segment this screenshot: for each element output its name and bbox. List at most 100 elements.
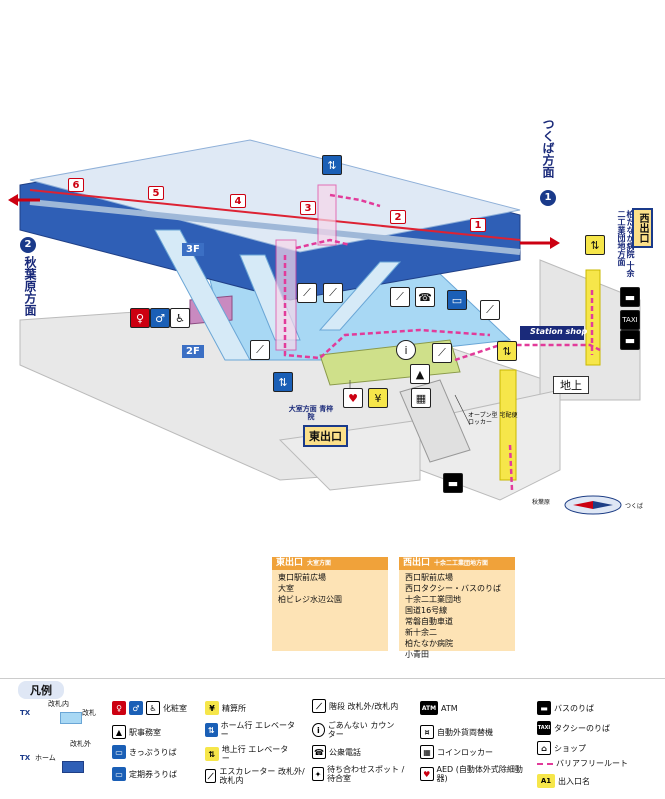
legend: 凡例 TX 改札内 改札 改札外 TX ホーム ♀♂♿化粧室 ▲駅事務室 ▭きっ… — [0, 678, 665, 799]
west-exit-list: 西口駅前広場 西口タクシー・バスのりば 十余二工業団地 国道16号線 常磐自動車… — [399, 570, 515, 662]
barrier-free-route-1 — [283, 255, 491, 360]
arrow-head-right — [550, 237, 560, 249]
legend-label: AED (自動体外式除細動器) — [436, 765, 523, 783]
list-item: 国道16号線 — [405, 606, 448, 615]
legend-label: 駅事務室 — [129, 727, 161, 737]
coin-locker-icon: ▦ — [411, 388, 431, 408]
legend-label: 化粧室 — [163, 703, 187, 713]
legend-label: 地上行 エレベーター — [221, 745, 289, 763]
floor-label-2f: 2F — [182, 345, 204, 358]
platform-number: 4 — [230, 194, 246, 208]
legend-label: 精算所 — [222, 703, 246, 713]
aed-icon: ♥ — [420, 767, 434, 781]
list-item: 東口駅前広場 — [278, 573, 326, 582]
list-item: 小青田 — [405, 650, 429, 659]
accessible-toilet-icon: ♿ — [170, 308, 190, 328]
aed-icon: ♥ — [343, 388, 363, 408]
toilet-icon: ♂ — [129, 701, 143, 715]
legend-escalator: ⟋エスカレーター 改札外/改札内 — [205, 767, 305, 785]
station-office-icon: ▲ — [112, 725, 126, 739]
tx-logo: TX — [20, 709, 31, 717]
west-exit-tower-2 — [499, 369, 517, 481]
bus-icon: ▬ — [537, 701, 551, 715]
direction-akihabara-number: 2 — [20, 237, 36, 253]
bus-icon: ▬ — [620, 287, 640, 307]
locker-label: オープン型 宅配便ロッカー — [468, 412, 518, 426]
floor-label-3f: 3F — [182, 243, 204, 256]
legend-label: バリアフリールート — [556, 759, 628, 768]
taxi-icon: TAXI — [620, 310, 640, 330]
waiting-spot-icon: ✦ — [312, 767, 325, 781]
platform-number: 3 — [300, 201, 316, 215]
direction-tsukuba: つくば方面 — [541, 118, 555, 178]
west-exit-panel-sub: 十余二工業団地方面 — [434, 560, 489, 567]
direction-kashiwa: 柏たなか病院 十余二工業団地方面 — [617, 210, 635, 277]
list-item: 柏ビレジ水辺公園 — [278, 595, 342, 604]
platform-number: 5 — [148, 186, 164, 200]
legend-toilet: ♀♂♿化粧室 — [112, 701, 187, 715]
legend-shop: ⌂ショップ — [537, 741, 586, 755]
list-item: 大室 — [278, 584, 294, 593]
legend-label: ホーム行 エレベーター — [220, 721, 295, 739]
taxi-icon: TAXI — [537, 721, 551, 735]
legend-label: きっぷうりば — [129, 747, 177, 757]
west-exit-panel: 西出口十余二工業団地方面 西口駅前広場 西口タクシー・バスのりば 十余二工業団地… — [399, 557, 515, 659]
ticket-icon: ▭ — [447, 290, 467, 310]
bus-icon: ▬ — [443, 473, 463, 493]
elevator-icon: ⇅ — [205, 747, 219, 761]
list-item: 十余二工業団地 — [405, 595, 461, 604]
legend-gate-out: 改札外 — [70, 740, 91, 748]
ground-label: 地上 — [553, 376, 589, 394]
stairs-right — [318, 261, 402, 331]
direction-oomuro: 大室方面 青梓院 — [288, 405, 334, 421]
barrier-free-route-3 — [295, 238, 351, 250]
escalator-icon: ⟋ — [205, 769, 217, 783]
toilet-icon: ♀ — [130, 308, 150, 328]
pass-icon: ▭ — [112, 767, 126, 781]
list-item: 新十余二 — [405, 628, 437, 637]
direction-akihabara: 秋葉原方面 — [23, 256, 37, 316]
stairs-icon: ⟋ — [250, 340, 270, 360]
legend-label: ATM — [441, 703, 458, 713]
legend-label: 定期券うりば — [129, 769, 177, 779]
compass-akihabara: 秋葉原 — [532, 499, 551, 506]
legend-phone: ☎公衆電話 — [312, 745, 361, 759]
platform-roof — [29, 139, 521, 253]
legend-aed: ♥AED (自動体外式除細動器) — [420, 765, 530, 783]
list-item: 常磐自動車道 — [405, 617, 453, 626]
legend-home: ホーム — [35, 754, 56, 762]
legend-label: エスカレーター 改札外/改札内 — [219, 767, 305, 785]
legend-label: 自動外貨両替機 — [437, 727, 493, 737]
list-item: 西口タクシー・バスのりば — [405, 584, 501, 593]
exit-name-icon: A1 — [537, 774, 555, 788]
legend-pass: ▭定期券うりば — [112, 767, 177, 781]
legend-stairs: ⟋階段 改札外/改札内 — [312, 699, 402, 713]
stairs-left — [154, 229, 251, 361]
platform-number: 6 — [68, 178, 84, 192]
legend-label: 公衆電話 — [329, 747, 361, 757]
track-grey — [29, 199, 521, 255]
shop-label: Station shop — [530, 327, 588, 336]
stairs-icon: ⟋ — [480, 300, 500, 320]
legend-gate: 改札 — [82, 709, 96, 717]
gate-swatch — [60, 712, 82, 724]
info-icon: i — [396, 340, 416, 360]
barrier-free-route-4 — [454, 343, 601, 362]
platform-number: 1 — [470, 218, 486, 232]
west-exit-panel-header: 西出口十余二工業団地方面 — [399, 557, 515, 570]
direction-tsukuba-number: 1 — [540, 190, 556, 206]
legend-label: 出入口名 — [558, 776, 590, 786]
phone-icon: ☎ — [415, 287, 435, 307]
legend-barrier-free: バリアフリールート — [537, 759, 628, 768]
legend-gate-in: 改札内 — [48, 700, 69, 708]
barrier-free-route-2 — [329, 193, 381, 208]
list-item: 西口駅前広場 — [405, 573, 453, 582]
fare-adjust-icon: ¥ — [205, 701, 219, 715]
legend-label: ごあんない カウンター — [327, 721, 395, 739]
track-red-line — [29, 189, 521, 241]
station-diagram — [8, 139, 641, 515]
tx-logo: TX — [20, 754, 31, 762]
toilet-male-icon: ♂ — [150, 308, 170, 328]
